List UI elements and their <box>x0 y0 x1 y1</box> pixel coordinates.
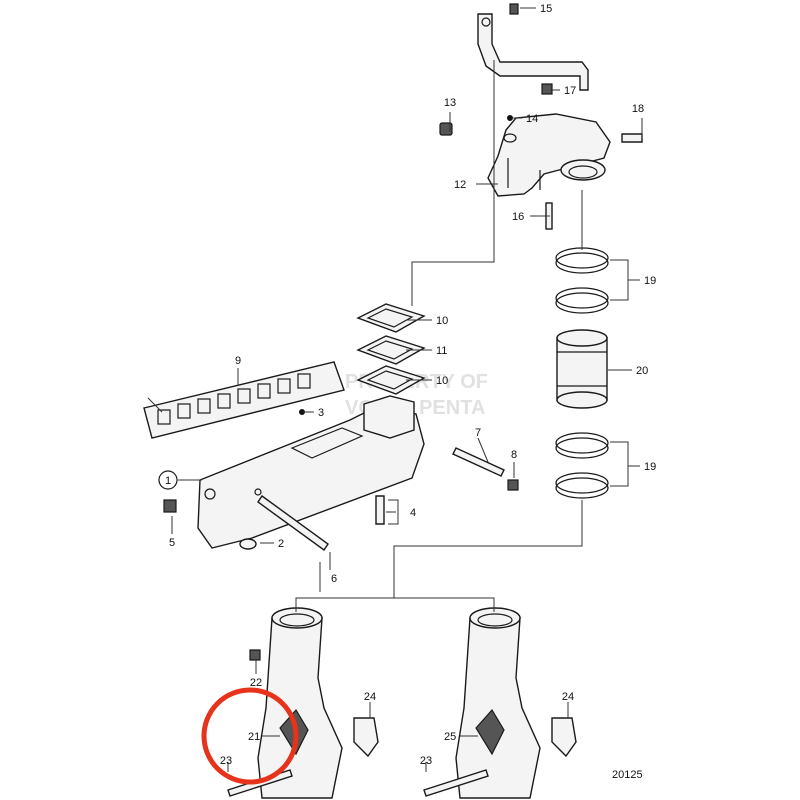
stud-14 <box>507 115 513 121</box>
nut-8 <box>507 479 519 491</box>
stud-3 <box>299 409 305 415</box>
callout-25: 25 <box>444 731 456 743</box>
callout-labels: 1 2 3 4 5 6 7 8 9 10 10 11 12 13 14 15 1… <box>158 3 656 781</box>
fitting-4 <box>375 495 385 525</box>
hose-20 <box>556 329 608 409</box>
callout-10b: 10 <box>436 375 448 387</box>
connector-lines <box>295 60 583 612</box>
callout-16: 16 <box>512 211 524 223</box>
stud-7 <box>452 447 505 477</box>
exhaust-pipe-right <box>455 607 541 799</box>
callout-9: 9 <box>235 355 241 367</box>
callout-21: 21 <box>248 731 260 743</box>
callout-11: 11 <box>436 345 447 357</box>
callout-15: 15 <box>540 3 552 15</box>
drawing-number: 20125 <box>612 769 643 781</box>
callout-23b: 23 <box>420 755 432 767</box>
gasket-24-right <box>551 717 577 758</box>
bracket <box>477 3 589 91</box>
callout-2: 2 <box>278 538 284 550</box>
callout-19b: 19 <box>644 461 656 473</box>
callout-20: 20 <box>636 365 648 377</box>
callout-10a: 10 <box>436 315 448 327</box>
callout-19a: 19 <box>644 275 656 287</box>
callout-6: 6 <box>331 573 337 585</box>
callout-5: 5 <box>169 537 175 549</box>
fitting-5 <box>163 499 177 513</box>
sensor-18 <box>621 133 643 143</box>
exhaust-elbow <box>487 113 611 197</box>
callout-7: 7 <box>475 427 481 439</box>
plug-2 <box>239 538 257 550</box>
callout-24b: 24 <box>562 691 574 703</box>
callout-22: 22 <box>250 677 262 689</box>
bolt-23-right <box>423 769 489 797</box>
bolt-6 <box>257 495 329 551</box>
nut-13 <box>439 122 453 136</box>
nut-17 <box>541 83 553 95</box>
leader-lines <box>147 7 643 772</box>
exhaust-manifold <box>197 395 425 549</box>
callout-23a: 23 <box>220 755 232 767</box>
callout-24a: 24 <box>364 691 376 703</box>
callout-3: 3 <box>318 407 324 419</box>
gaskets <box>356 303 426 395</box>
highlight-circle <box>201 687 299 785</box>
callout-1: 1 <box>165 475 171 487</box>
manifold-gasket <box>143 361 345 439</box>
callout-12: 12 <box>454 179 466 191</box>
callout-13: 13 <box>444 97 456 109</box>
exhaust-pipe-left <box>257 607 343 799</box>
clamps-bottom <box>555 432 609 499</box>
gasket-24-left <box>353 717 379 758</box>
clamps-top <box>555 247 609 314</box>
nut-22 <box>249 649 261 661</box>
flapper-25 <box>475 708 505 756</box>
callout-1-circle <box>158 470 178 490</box>
manifold-hardware <box>163 409 519 551</box>
callout-17: 17 <box>564 85 576 97</box>
callout-8: 8 <box>511 449 517 461</box>
callout-14: 14 <box>526 113 538 125</box>
callout-18: 18 <box>632 103 644 115</box>
callout-4: 4 <box>410 507 416 519</box>
